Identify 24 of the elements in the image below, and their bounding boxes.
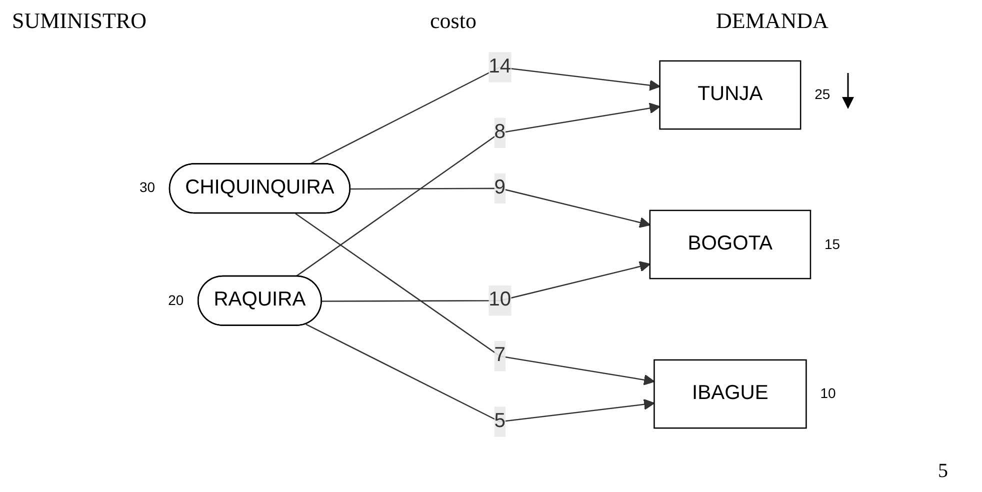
note-number: 5 [938,460,948,483]
supply-amount: 20 [168,292,184,308]
arrow [308,66,660,165]
node-box: BOGOTA [649,210,812,280]
edge-label: 7 [494,344,506,366]
column-heading: DEMANDA [716,8,828,34]
edge-label: 10 [488,289,512,311]
arrow [295,213,655,386]
node-box: TUNJA [659,60,802,130]
demand-amount: 15 [824,236,840,252]
edge-label: 5 [494,410,506,432]
arrow [306,324,655,422]
node-box: IBAGUE [654,359,807,429]
arrow [322,261,650,302]
edge-label: 14 [488,56,512,78]
demand-amount: 10 [820,385,836,401]
edge-label: 8 [494,121,506,143]
column-heading: costo [430,8,476,34]
supply-amount: 30 [140,179,156,196]
arrow [350,188,650,228]
column-heading: SUMINISTRO [12,8,146,34]
arrow [295,102,660,278]
edge-label: 9 [494,177,506,198]
demand-amount: 25 [814,86,830,102]
